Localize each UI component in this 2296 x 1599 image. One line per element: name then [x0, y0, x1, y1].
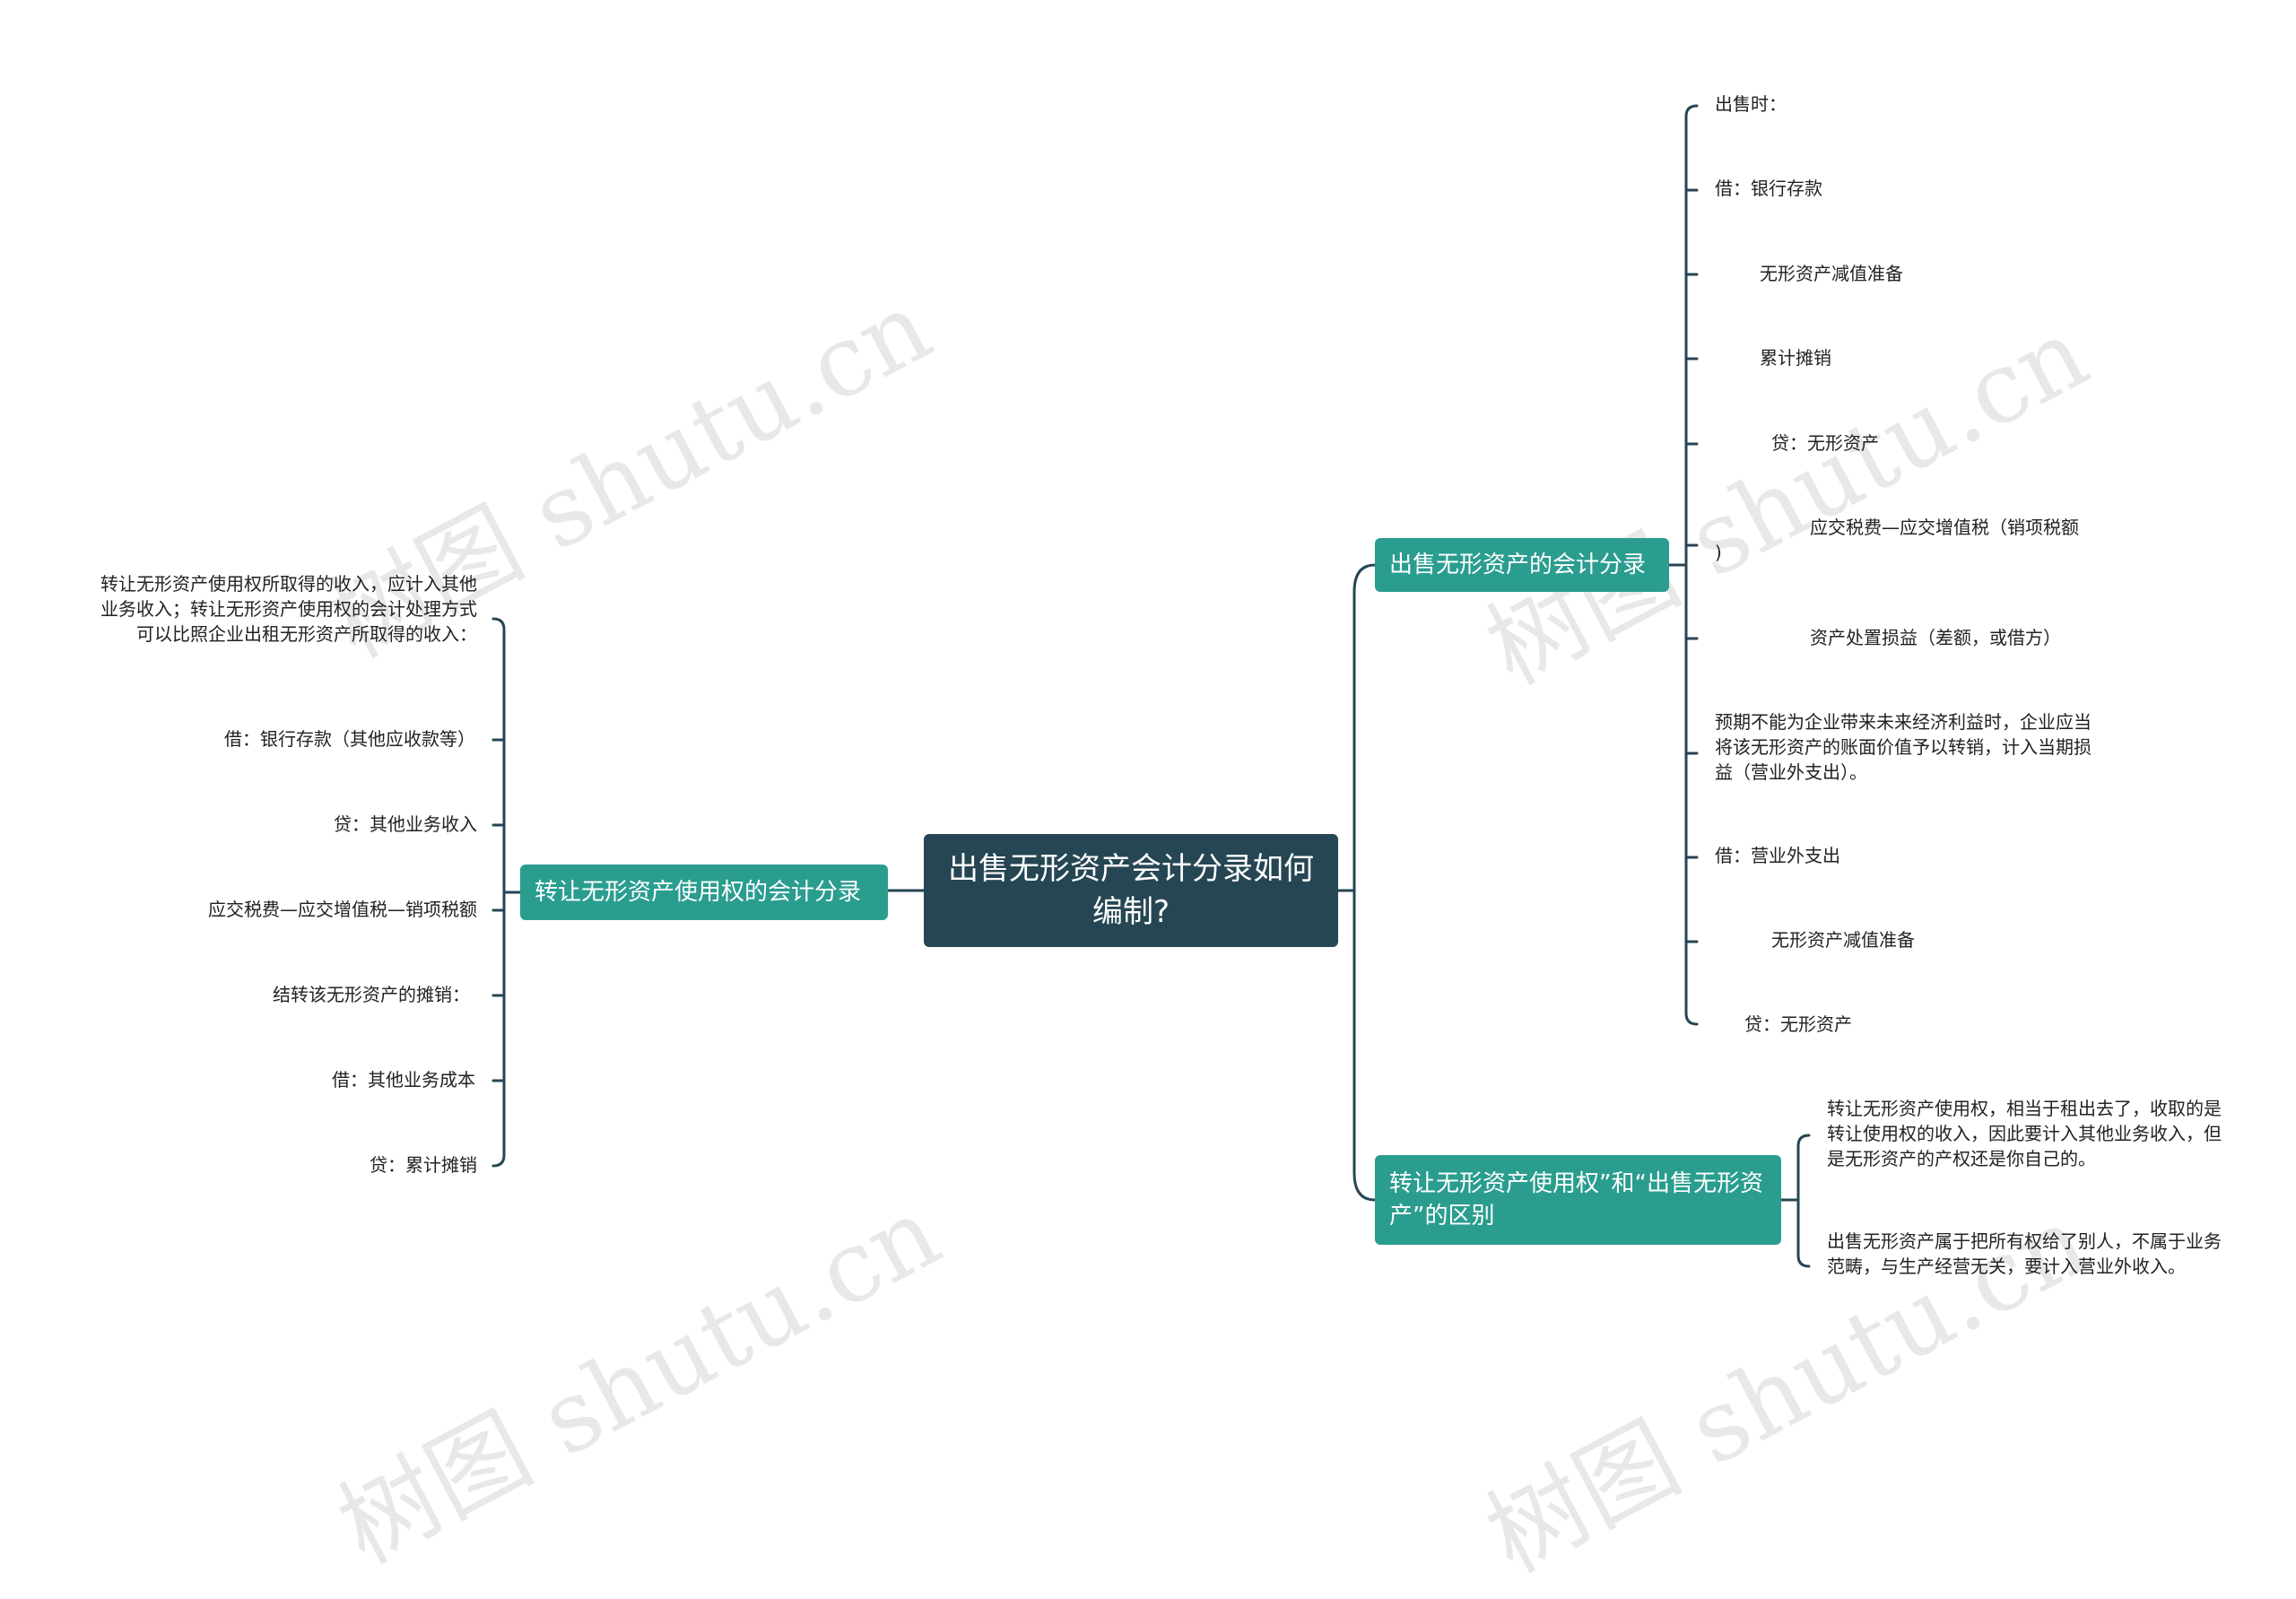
central-topic-label: 出售无形资产会计分录如何编制? — [948, 851, 1314, 930]
branch-sale-entries[interactable]: 出售无形资产的会计分录 — [1375, 538, 1669, 592]
connector-r1-trunk — [1667, 104, 1699, 1026]
left-leaf-2: 借：银行存款（其他应收款等） — [224, 728, 475, 750]
branch-difference[interactable]: 转让无形资产使用权”和“出售无形资产”的区别 — [1375, 1155, 1781, 1245]
r2-leaf-2: 出售无形资产属于把所有权给了别人，不属于业务范畴，与生产经营无关，要计入营业外收… — [1827, 1230, 2222, 1277]
r1-leaf-3: 无形资产减值准备 — [1760, 263, 1903, 284]
left-leaf-7: 贷：累计摊销 — [370, 1154, 477, 1176]
r1-leaf-1: 出售时： — [1715, 93, 1787, 115]
r1-leaf-6: 应交税费—应交增值税（销项税额 — [1810, 517, 2079, 538]
connector-r2-trunk — [1779, 1134, 1811, 1268]
r1-leaf-8: 资产处置损益（差额，或借方） — [1810, 627, 2061, 648]
left-leaf-3: 贷：其他业务收入 — [334, 813, 477, 835]
connector-right-trunk — [1352, 563, 1377, 1202]
left-leaf-4: 应交税费—应交增值税—销项税额 — [208, 899, 477, 920]
r1-leaf-9: 预期不能为企业带来未来经济利益时，企业应当将该无形资产的账面价值予以转销，计入当… — [1715, 711, 2092, 783]
r1-leaf-5: 贷：无形资产 — [1771, 432, 1879, 454]
left-leaf-1: 转让无形资产使用权所取得的收入，应计入其他业务收入；转让无形资产使用权的会计处理… — [100, 573, 477, 645]
r1-leaf-12: 贷：无形资产 — [1744, 1013, 1852, 1035]
r1-leaf-11: 无形资产减值准备 — [1771, 929, 1915, 951]
r2-leaf-1: 转让无形资产使用权，相当于租出去了，收取的是转让使用权的收入，因此要计入其他业务… — [1827, 1098, 2222, 1169]
central-topic[interactable]: 出售无形资产会计分录如何编制? — [924, 834, 1338, 947]
connector-left-trunk — [491, 617, 522, 1168]
branch-label: 转让无形资产使用权的会计分录 — [535, 879, 862, 906]
connector-left-ticks — [491, 738, 506, 1082]
r1-leaf-10: 借：营业外支出 — [1715, 845, 1840, 866]
r1-leaf-4: 累计摊销 — [1760, 347, 1831, 369]
mindmap-connectors — [491, 104, 1811, 1268]
r1-leaf-7: ) — [1715, 542, 1722, 563]
connector-r1-ticks — [1684, 188, 1699, 943]
left-leaf-5: 结转该无形资产的摊销： — [273, 984, 470, 1005]
left-leaf-6: 借：其他业务成本 — [332, 1069, 475, 1091]
branch-transfer-usage-rights-entries[interactable]: 转让无形资产使用权的会计分录 — [520, 865, 888, 920]
r1-leaf-2: 借：银行存款 — [1715, 178, 1822, 199]
branch-label: 转让无形资产使用权”和“出售无形资产”的区别 — [1389, 1170, 1763, 1230]
branch-label: 出售无形资产的会计分录 — [1389, 552, 1647, 578]
